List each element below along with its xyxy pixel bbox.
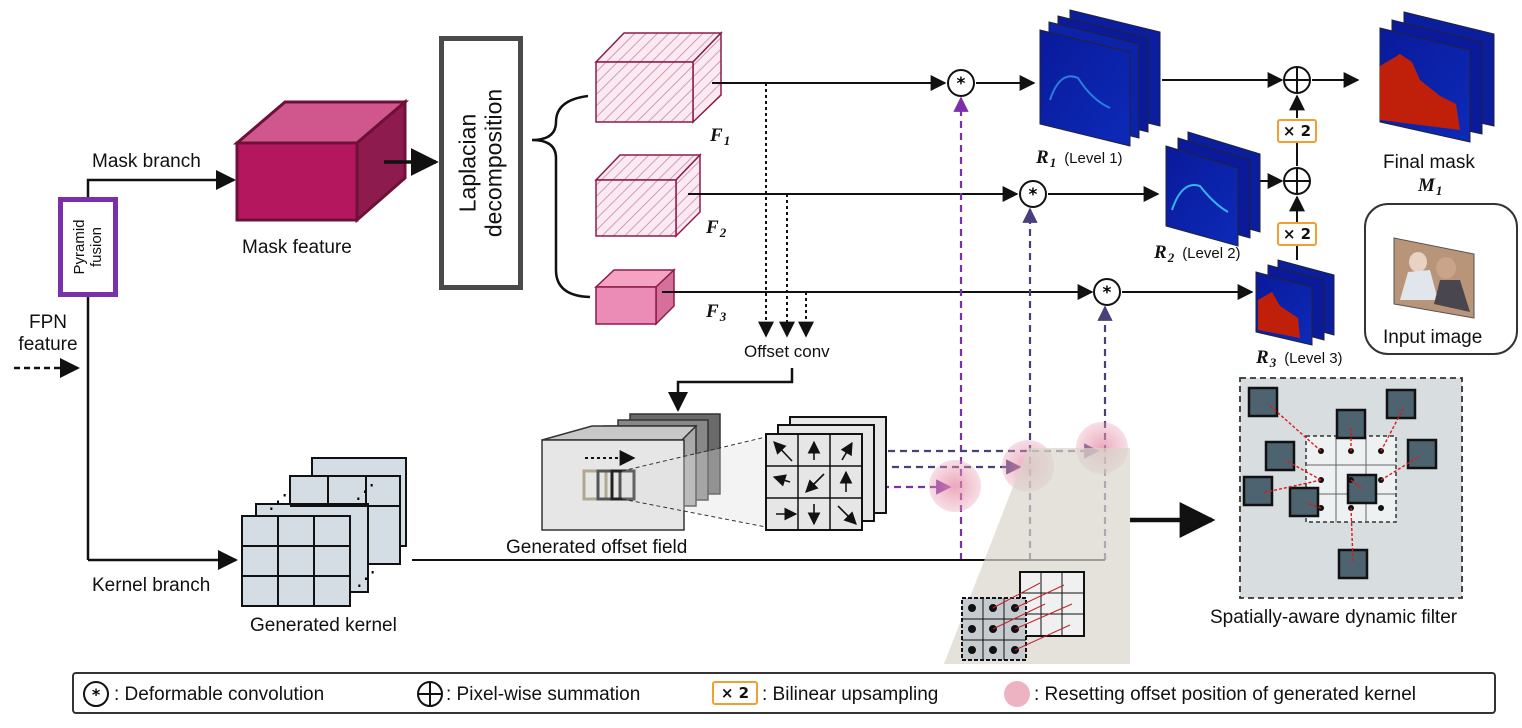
- r3-label: R3(Level 3): [1256, 347, 1343, 370]
- offset-conv-inputs: [758, 83, 814, 338]
- r1-heatmap-stack: [1039, 9, 1161, 147]
- legend: * : Deformable convolution : Pixel-wise …: [72, 672, 1496, 714]
- kernel-branch-label: Kernel branch: [92, 575, 211, 596]
- legend-sum: : Pixel-wise summation: [446, 684, 641, 705]
- svg-text:*: *: [92, 685, 101, 704]
- offset-field-stack: [541, 413, 721, 531]
- mask-feature-label: Mask feature: [242, 237, 352, 258]
- spatial-filter-label: Spatially-aware dynamic filter: [1210, 607, 1458, 628]
- input-image-label: Input image: [1383, 327, 1483, 348]
- reset-blob-1: [929, 460, 981, 512]
- kernel-dots-2: ⋰: [355, 481, 375, 503]
- generated-kernel-label: Generated kernel: [250, 615, 397, 636]
- kernel-dots-3: ⋰: [356, 568, 376, 590]
- fpn-feature-label: FPN feature: [18, 312, 78, 355]
- zoom-line-2: [621, 498, 767, 528]
- kernel-dots-1: ⋰: [268, 491, 288, 513]
- r2-label: R2(Level 2): [1154, 242, 1241, 265]
- final-mask-stack: [1379, 11, 1495, 143]
- upsample-box-1: × 2: [1277, 119, 1317, 143]
- deform-conv-3: *: [1093, 278, 1121, 306]
- reset-legend-icon: [1004, 681, 1030, 707]
- legend-upsample: : Bilinear upsampling: [762, 684, 939, 705]
- f2-label: F2: [706, 217, 727, 240]
- pyramid-fusion-label: Pyramid fusion: [70, 219, 105, 275]
- sum-2: [1283, 167, 1311, 195]
- upsample-box-2: × 2: [1277, 222, 1317, 246]
- offset-arrow-grid: [765, 416, 887, 531]
- mask-branch-label: Mask branch: [92, 151, 201, 172]
- spatial-filter-panel: [1239, 377, 1463, 599]
- pyramid-fusion-box: Pyramid fusion: [58, 197, 118, 297]
- branch-lines: [86, 170, 238, 570]
- input-image: [1393, 237, 1475, 319]
- offset-zoom-cone: [622, 437, 772, 527]
- deform-conv-1: *: [947, 69, 975, 97]
- svg-text:*: *: [957, 74, 966, 94]
- f1-cube: [594, 31, 723, 124]
- deform-conv-legend-icon: *: [83, 681, 109, 707]
- r2-heatmap-stack: [1165, 131, 1261, 247]
- f2-cube: [594, 153, 702, 238]
- offset-conv-output: [668, 368, 794, 412]
- sum-legend-icon: [417, 681, 443, 707]
- r3-heatmap-stack: [1255, 259, 1335, 346]
- kernel-offset-inset: [961, 571, 1085, 661]
- sum-1: [1283, 66, 1311, 94]
- r1-label: R1(Level 1): [1036, 147, 1123, 170]
- f3-label: F3: [706, 301, 727, 324]
- zoom-line-1: [621, 436, 767, 472]
- legend-reset: : Resetting offset position of generated…: [1034, 684, 1417, 705]
- m1-label: M1: [1418, 175, 1443, 198]
- laplacian-label: Laplacian decomposition: [454, 88, 507, 238]
- offset-conv-label: Offset conv: [744, 342, 830, 361]
- decomposition-brace: [531, 94, 591, 299]
- laplacian-decomposition-box: Laplacian decomposition: [439, 36, 523, 290]
- input-image-frame: [1364, 203, 1518, 355]
- f1-label: F1: [710, 125, 731, 148]
- mask-feature-cube: [232, 98, 410, 224]
- deform-conv-2: *: [1019, 180, 1047, 208]
- generated-offset-field-label: Generated offset field: [506, 537, 688, 558]
- legend-deform: : Deformable convolution: [114, 684, 325, 705]
- generated-kernel-stack: [241, 457, 407, 607]
- final-mask-label: Final mask: [1383, 152, 1475, 173]
- svg-text:*: *: [1029, 185, 1038, 205]
- f3-cube: [594, 268, 676, 326]
- feature-flows: [662, 72, 1360, 300]
- svg-text:*: *: [1103, 283, 1112, 303]
- upsample-legend-icon: × 2: [712, 681, 758, 705]
